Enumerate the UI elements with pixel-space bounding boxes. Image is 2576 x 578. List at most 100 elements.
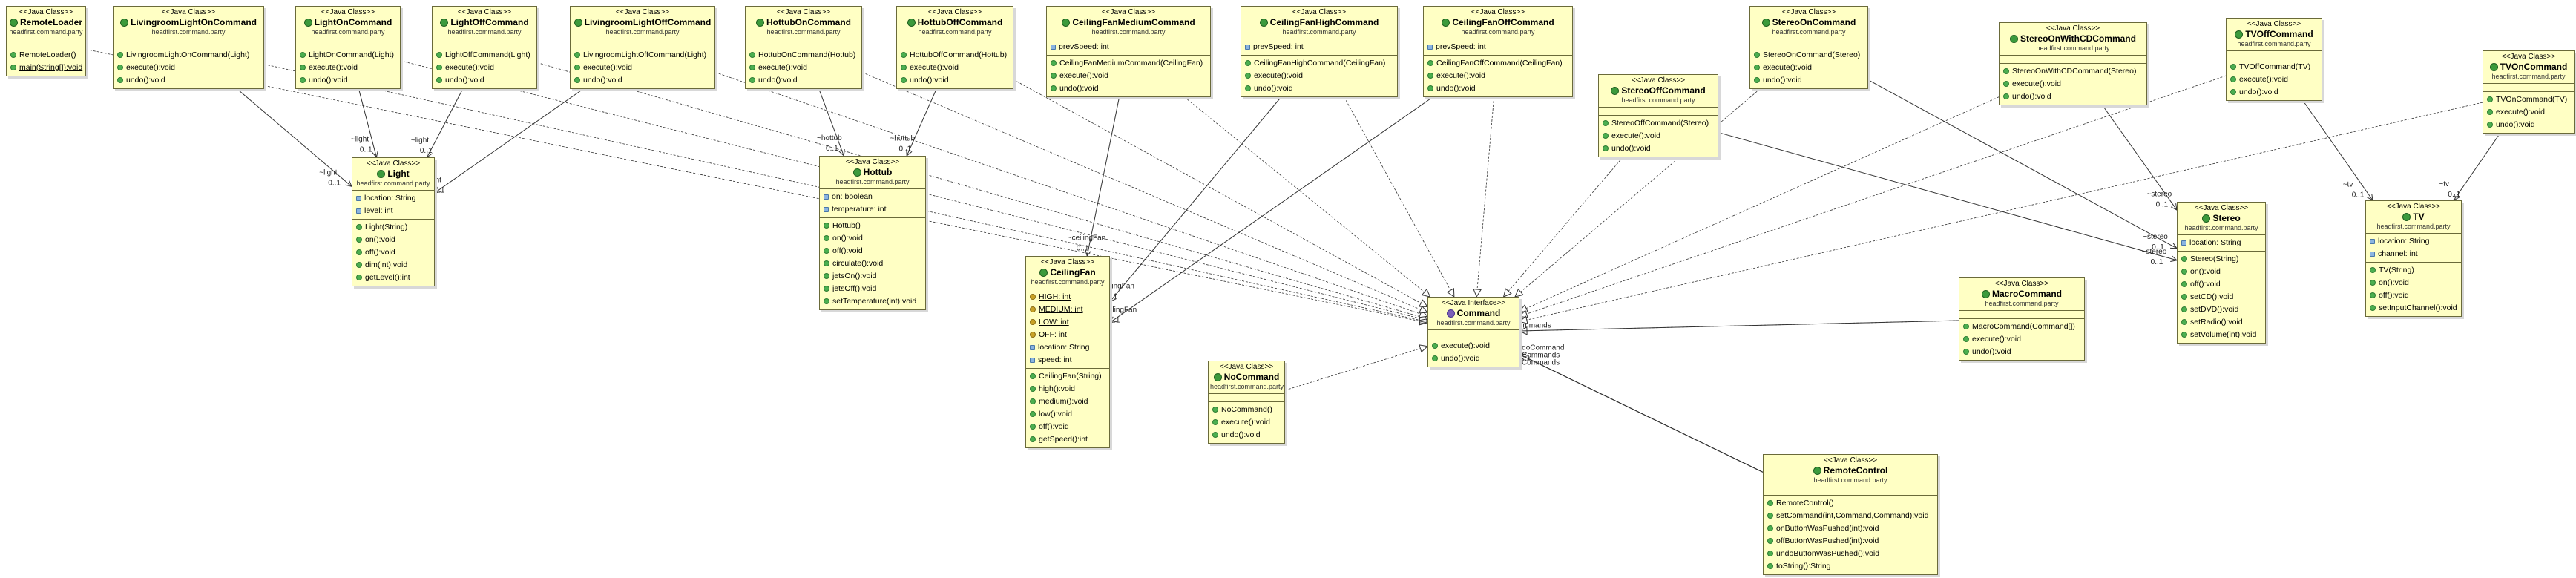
method-row[interactable]: execute():void — [571, 62, 714, 74]
method-row[interactable]: dim(int):void — [352, 259, 434, 272]
field-row[interactable]: channel: int — [2366, 248, 2461, 260]
method-row[interactable]: setTemperature(int):void — [820, 295, 925, 308]
field-row[interactable]: location: String — [352, 192, 434, 205]
method-row[interactable]: on():void — [820, 232, 925, 245]
method-row[interactable]: jetsOn():void — [820, 270, 925, 283]
method-row[interactable]: on():void — [2178, 266, 2265, 278]
method-row[interactable]: execute():void — [114, 62, 263, 74]
method-row[interactable]: StereoOffCommand(Stereo) — [1599, 117, 1718, 130]
method-row[interactable]: execute():void — [2483, 106, 2574, 119]
method-row[interactable]: StereoOnCommand(Stereo) — [1750, 49, 1867, 62]
field-row[interactable]: level: int — [352, 205, 434, 217]
method-row[interactable]: setVolume(int):void — [2178, 329, 2265, 341]
method-row[interactable]: offButtonWasPushed(int):void — [1764, 535, 1937, 548]
method-row[interactable]: CeilingFanMediumCommand(CeilingFan) — [1047, 57, 1210, 70]
method-row[interactable]: undo():void — [2483, 119, 2574, 131]
method-row[interactable]: undo():void — [1599, 142, 1718, 155]
method-row[interactable]: RemoteControl() — [1764, 497, 1937, 510]
field-row[interactable]: LOW: int — [1026, 316, 1109, 329]
method-row[interactable]: on():void — [352, 234, 434, 246]
field-row[interactable]: OFF: int — [1026, 329, 1109, 341]
method-row[interactable]: undo():void — [433, 74, 536, 87]
method-row[interactable]: execute():void — [1750, 62, 1867, 74]
method-row[interactable]: undo():void — [296, 74, 400, 87]
method-row[interactable]: off():void — [2178, 278, 2265, 291]
method-row[interactable]: undo():void — [746, 74, 861, 87]
method-row[interactable]: HottubOffCommand(Hottub) — [897, 49, 1013, 62]
method-row[interactable]: execute():void — [1959, 333, 2084, 346]
method-row[interactable]: undoButtonWasPushed():void — [1764, 548, 1937, 560]
method-row[interactable]: HottubOnCommand(Hottub) — [746, 49, 861, 62]
method-row[interactable]: off():void — [820, 245, 925, 257]
method-row[interactable]: setDVD():void — [2178, 303, 2265, 316]
method-row[interactable]: undo():void — [571, 74, 714, 87]
method-row[interactable]: undo():void — [114, 74, 263, 87]
method-row[interactable]: low():void — [1026, 408, 1109, 421]
field-row[interactable]: prevSpeed: int — [1047, 41, 1210, 53]
method-row[interactable]: high():void — [1026, 383, 1109, 395]
method-row[interactable]: RemoteLoader() — [7, 49, 85, 62]
method-row[interactable]: on():void — [2366, 277, 2461, 289]
field-row[interactable]: MEDIUM: int — [1026, 303, 1109, 316]
method-row[interactable]: MacroCommand(Command[]) — [1959, 321, 2084, 333]
method-row[interactable]: undo():void — [1428, 352, 1519, 365]
method-row[interactable]: undo():void — [2000, 91, 2146, 103]
method-row[interactable]: Light(String) — [352, 221, 434, 234]
method-row[interactable]: setCommand(int,Command,Command):void — [1764, 510, 1937, 522]
method-row[interactable]: TV(String) — [2366, 264, 2461, 277]
method-row[interactable]: LivingroomLightOffCommand(Light) — [571, 49, 714, 62]
method-row[interactable]: off():void — [1026, 421, 1109, 433]
method-row[interactable]: undo():void — [1959, 346, 2084, 358]
field-row[interactable]: prevSpeed: int — [1241, 41, 1397, 53]
method-row[interactable]: undo():void — [1047, 82, 1210, 95]
field-row[interactable]: HIGH: int — [1026, 291, 1109, 303]
method-row[interactable]: execute():void — [296, 62, 400, 74]
method-row[interactable]: main(String[]):void — [7, 62, 85, 74]
method-row[interactable]: undo():void — [1209, 429, 1284, 441]
method-row[interactable]: StereoOnWithCDCommand(Stereo) — [2000, 65, 2146, 78]
method-row[interactable]: execute():void — [1047, 70, 1210, 82]
method-row[interactable]: execute():void — [897, 62, 1013, 74]
field-row[interactable]: prevSpeed: int — [1424, 41, 1572, 53]
method-row[interactable]: off():void — [352, 246, 434, 259]
method-row[interactable]: setCD():void — [2178, 291, 2265, 303]
method-row[interactable]: TVOnCommand(TV) — [2483, 93, 2574, 106]
method-row[interactable]: undo():void — [1750, 74, 1867, 87]
method-row[interactable]: execute():void — [1241, 70, 1397, 82]
method-row[interactable]: TVOffCommand(TV) — [2227, 61, 2322, 73]
method-row[interactable]: jetsOff():void — [820, 283, 925, 295]
method-row[interactable]: NoCommand() — [1209, 404, 1284, 416]
method-row[interactable]: CeilingFanHighCommand(CeilingFan) — [1241, 57, 1397, 70]
method-row[interactable]: setInputChannel():void — [2366, 302, 2461, 315]
field-row[interactable]: on: boolean — [820, 191, 925, 203]
method-row[interactable]: execute():void — [2227, 73, 2322, 86]
method-row[interactable]: Stereo(String) — [2178, 253, 2265, 266]
method-row[interactable]: setRadio():void — [2178, 316, 2265, 329]
method-row[interactable]: execute():void — [1209, 416, 1284, 429]
method-row[interactable]: CeilingFanOffCommand(CeilingFan) — [1424, 57, 1572, 70]
method-row[interactable]: undo():void — [1424, 82, 1572, 95]
method-row[interactable]: CeilingFan(String) — [1026, 370, 1109, 383]
field-row[interactable]: location: String — [1026, 341, 1109, 354]
method-row[interactable]: onButtonWasPushed(int):void — [1764, 522, 1937, 535]
field-row[interactable]: location: String — [2178, 237, 2265, 249]
